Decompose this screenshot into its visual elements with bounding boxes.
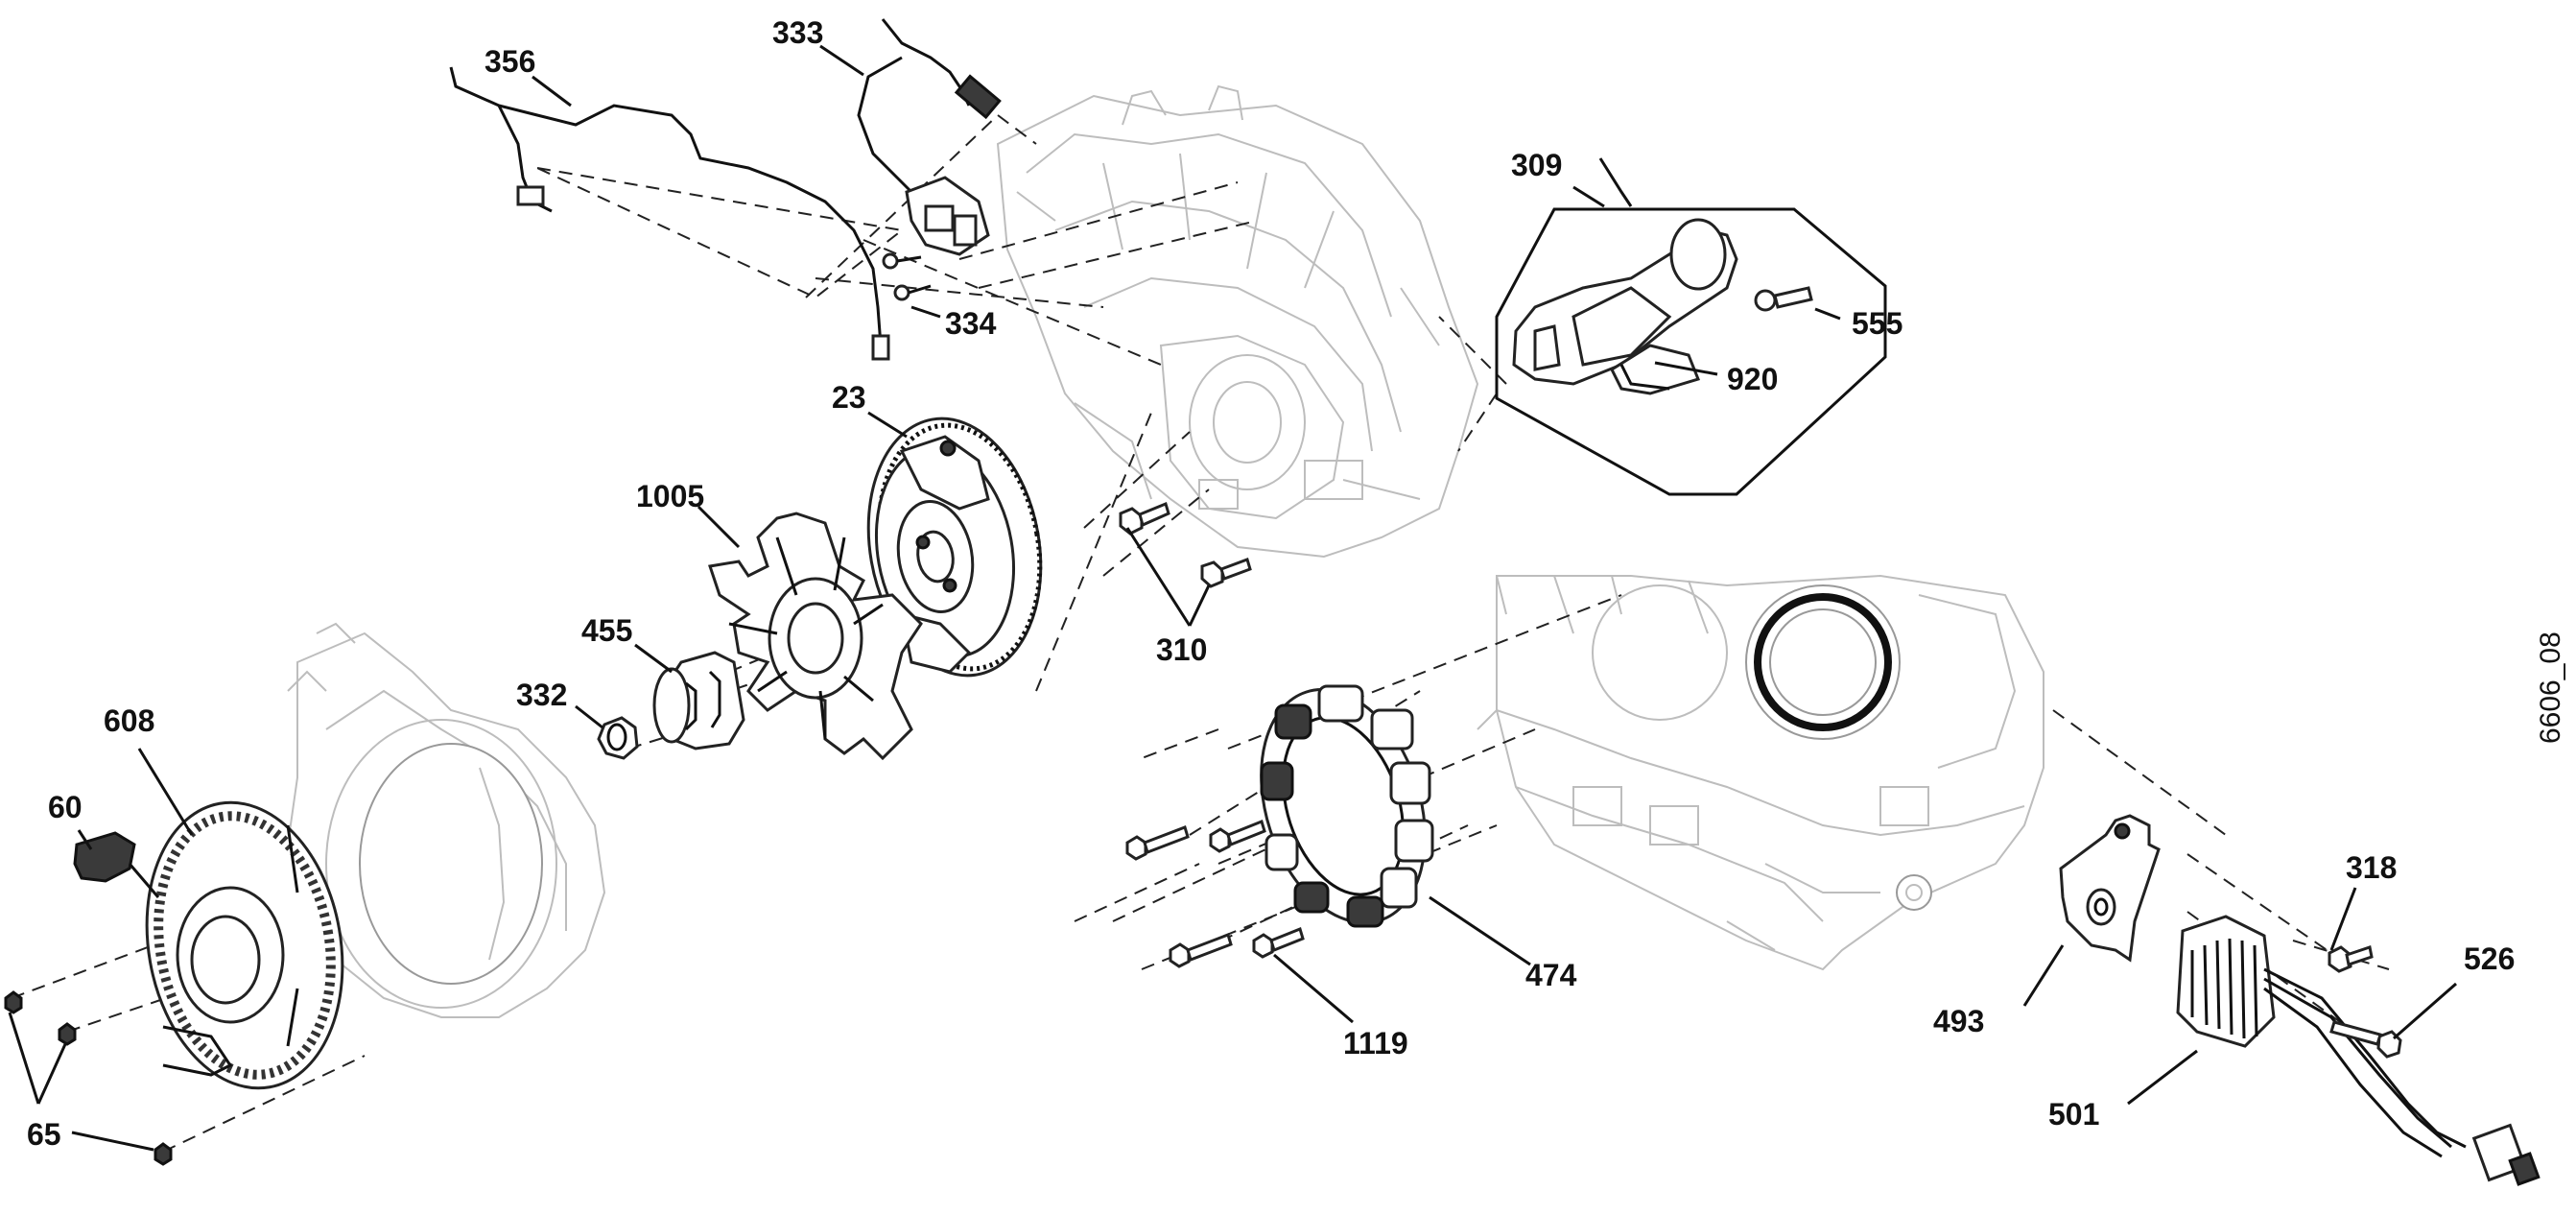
screws-318-526 xyxy=(2328,945,2402,1059)
leader-lines xyxy=(8,44,2457,1152)
callout-310: 310 xyxy=(1156,632,1207,667)
callout-501: 501 xyxy=(2048,1097,2099,1132)
callout-333: 333 xyxy=(772,15,823,50)
cup-455 xyxy=(652,651,745,750)
callout-920: 920 xyxy=(1727,362,1778,396)
callout-356: 356 xyxy=(484,44,535,79)
callout-1005: 1005 xyxy=(636,479,704,513)
callout-555: 555 xyxy=(1852,306,1902,341)
callout-318: 318 xyxy=(2346,850,2397,885)
screws-310 xyxy=(1119,501,1252,588)
screws-65 xyxy=(4,990,173,1166)
recoil-starter-608 xyxy=(73,800,344,1090)
ignition-module-333 xyxy=(857,18,1002,301)
callout-334: 334 xyxy=(945,306,997,341)
fan-1005 xyxy=(708,512,923,761)
stator-474 xyxy=(1260,684,1434,928)
wire-harness-356 xyxy=(449,66,890,361)
callout-23: 23 xyxy=(832,380,866,415)
engine-block-lower xyxy=(1477,574,2044,971)
blower-housing xyxy=(286,622,606,1018)
figure-id: 6606_08 xyxy=(2535,631,2566,744)
flywheel-23 xyxy=(866,417,1043,678)
starter-motor-309 xyxy=(1495,157,1887,496)
bracket-493 xyxy=(2059,814,2161,963)
callout-60: 60 xyxy=(48,790,83,824)
callouts: 356 333 334 309 555 920 23 1005 455 332 … xyxy=(27,15,2566,1152)
callout-1119: 1119 xyxy=(1343,1026,1408,1060)
callout-608: 608 xyxy=(104,703,154,738)
regulator-501 xyxy=(2176,915,2541,1186)
callout-474: 474 xyxy=(1525,958,1577,992)
callout-332: 332 xyxy=(516,678,567,712)
screws-1119 xyxy=(1125,819,1305,968)
callout-526: 526 xyxy=(2464,941,2515,976)
nut-332 xyxy=(597,716,639,760)
callout-65: 65 xyxy=(27,1117,61,1152)
callout-455: 455 xyxy=(581,613,632,648)
engine-block-upper xyxy=(996,84,1479,559)
callout-493: 493 xyxy=(1933,1004,1984,1038)
callout-309: 309 xyxy=(1511,148,1562,182)
